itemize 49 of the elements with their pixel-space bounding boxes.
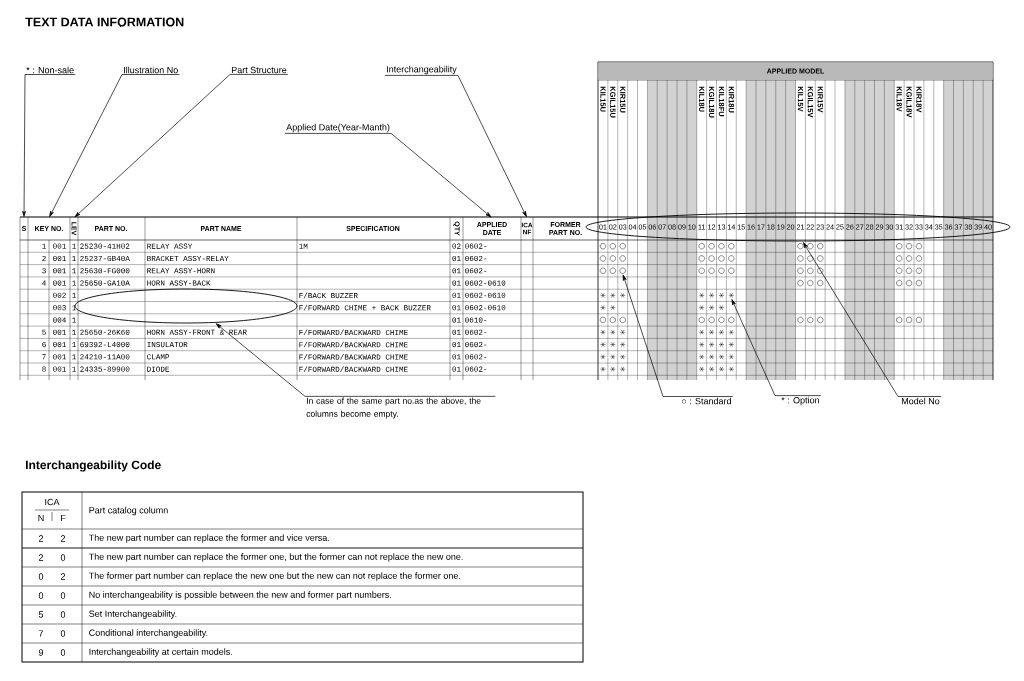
table-cell: Interchangeability at certain models. xyxy=(89,648,232,657)
leader-line xyxy=(803,242,942,397)
column-header: ICA xyxy=(45,498,60,506)
table-cell: 5 xyxy=(38,611,44,618)
leader-line xyxy=(215,323,496,397)
callout-label: Model No xyxy=(901,397,940,405)
table-cell: Set Interchangeability. xyxy=(89,610,177,619)
callout-label: Applied Date(Year-Manth) xyxy=(286,123,390,133)
table-cell: 2 xyxy=(38,535,44,542)
table-cell: Conditional interchangeability. xyxy=(89,629,208,638)
table-cell: 9 xyxy=(38,649,44,656)
section-heading: Interchangeability Code xyxy=(26,460,161,472)
page-title: TEXT DATA INFORMATION xyxy=(25,17,184,27)
table-cell: The former part number can replace the new one but the new can not replace the former one. xyxy=(88,572,461,581)
table-cell: 2 xyxy=(60,535,66,542)
callout-label: Interchangeability xyxy=(387,65,457,75)
table-cell: 2 xyxy=(38,554,44,561)
leader-line xyxy=(49,74,180,217)
callout-label: Illustration No xyxy=(124,66,178,74)
table-cell: 0 xyxy=(60,554,66,561)
callout-label: Part Structure xyxy=(231,66,287,74)
highlight-ellipse xyxy=(74,288,298,324)
table-cell: The new part number can replace the former one, but the former can not replace the new one. xyxy=(88,553,463,562)
callout-label: ○ : Standard xyxy=(681,397,731,405)
note-text: In case of the same part no.as the above, the columns become empty. xyxy=(306,397,481,419)
table-cell: 0 xyxy=(38,592,44,599)
column-header: F xyxy=(61,514,66,522)
table-cell: 7 xyxy=(38,630,44,637)
callout-label: * : Non-sale xyxy=(26,66,74,74)
table-cell: No interchangeability is possible between the new and former part numbers. xyxy=(89,591,391,600)
table-cell: 0 xyxy=(60,630,66,637)
table-cell: The new part number can replace the former and vice versa. xyxy=(88,534,329,543)
asterisk-mark xyxy=(728,292,735,298)
table-cell: 0 xyxy=(60,592,66,599)
leader-line xyxy=(622,274,734,397)
table-cell: 0 xyxy=(38,573,44,580)
table-cell: 0 xyxy=(60,649,66,656)
leader-line xyxy=(22,74,76,217)
table-cell: 0 xyxy=(60,611,66,618)
column-header: N xyxy=(38,514,44,522)
leader-line xyxy=(284,133,492,218)
circle-mark xyxy=(619,267,626,274)
column-header: Part catalog column xyxy=(89,506,168,516)
highlight-ellipse xyxy=(585,212,1011,242)
callout-label: * : Option xyxy=(781,396,819,406)
table-cell: 2 xyxy=(60,573,66,580)
leader-line xyxy=(731,299,822,396)
leader-line xyxy=(74,74,289,218)
leader-line xyxy=(384,75,527,217)
